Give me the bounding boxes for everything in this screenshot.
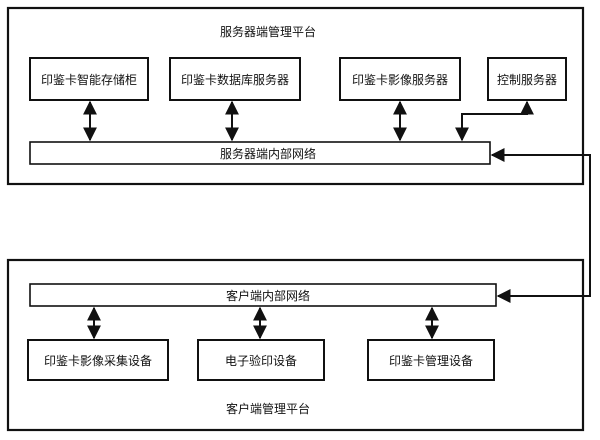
server-node-control-server: 控制服务器 <box>487 57 567 101</box>
server-node-label: 印鉴卡数据库服务器 <box>181 72 289 87</box>
client-network-label: 客户端内部网络 <box>226 288 310 303</box>
client-internal-network: 客户端内部网络 <box>29 283 497 307</box>
server-network-label: 服务器端内部网络 <box>220 146 316 161</box>
server-node-label: 印鉴卡影像服务器 <box>352 72 448 87</box>
server-internal-network: 服务器端内部网络 <box>29 141 491 165</box>
client-platform-title: 客户端管理平台 <box>226 401 310 416</box>
server-platform: 服务器端管理平台 印鉴卡智能存储柜 印鉴卡数据库服务器 印鉴卡影像服务器 控制服… <box>6 6 585 186</box>
client-node-image-capture-device: 印鉴卡影像采集设备 <box>27 339 169 381</box>
client-node-management-device: 印鉴卡管理设备 <box>367 339 495 381</box>
client-node-label: 印鉴卡管理设备 <box>389 353 473 368</box>
server-node-image-server: 印鉴卡影像服务器 <box>339 57 461 101</box>
client-platform: 客户端内部网络 印鉴卡影像采集设备 电子验印设备 印鉴卡管理设备 客户端管理平台 <box>6 258 585 432</box>
client-platform-frame <box>6 258 585 432</box>
server-platform-title: 服务器端管理平台 <box>220 24 316 39</box>
server-node-storage-cabinet: 印鉴卡智能存储柜 <box>29 57 149 101</box>
server-node-label: 控制服务器 <box>497 72 557 87</box>
link-control-network <box>455 100 534 142</box>
server-platform-frame <box>6 6 585 186</box>
client-node-label: 印鉴卡影像采集设备 <box>44 353 152 368</box>
server-node-label: 印鉴卡智能存储柜 <box>41 72 137 87</box>
client-node-label: 电子验印设备 <box>225 353 297 368</box>
server-node-database-server: 印鉴卡数据库服务器 <box>169 57 301 101</box>
link-server-client-networks <box>490 148 591 303</box>
client-node-verification-device: 电子验印设备 <box>197 339 325 381</box>
